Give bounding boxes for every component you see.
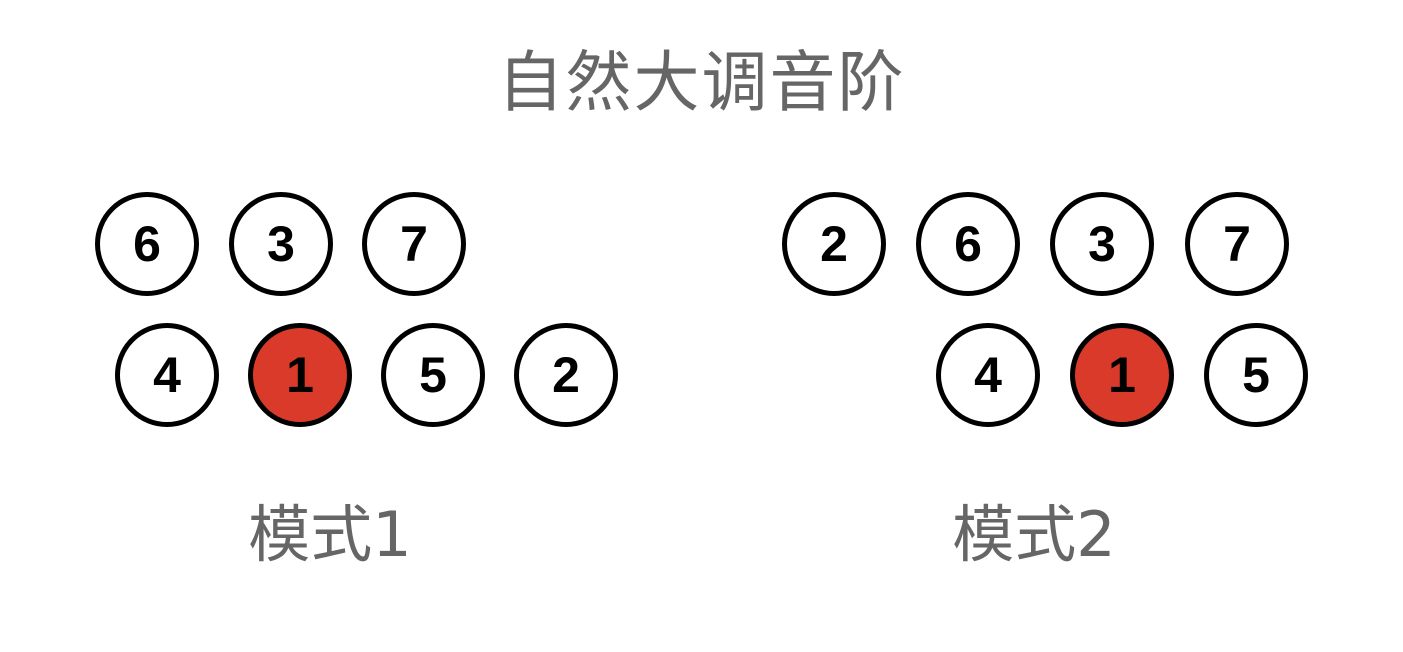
diagram-title: 自然大调音阶 — [497, 44, 906, 121]
mode1-top-note-1: 6 — [95, 192, 199, 296]
mode2-top-note-3: 3 — [1050, 192, 1154, 296]
mode2-top-note-4: 7 — [1185, 192, 1289, 296]
mode1-root-note: 1 — [248, 323, 352, 427]
mode1-bottom-note-3: 5 — [381, 323, 485, 427]
mode2-bottom-note-1: 4 — [936, 323, 1040, 427]
mode1-label: 模式1 — [248, 498, 412, 571]
mode1-top-note-3: 7 — [362, 192, 466, 296]
mode1-bottom-note-1: 4 — [115, 323, 219, 427]
mode2-top-note-1: 2 — [782, 192, 886, 296]
mode2-root-note: 1 — [1070, 323, 1174, 427]
mode1-bottom-note-4: 2 — [514, 323, 618, 427]
mode2-top-note-2: 6 — [916, 192, 1020, 296]
mode2-bottom-note-3: 5 — [1204, 323, 1308, 427]
mode1-top-note-2: 3 — [229, 192, 333, 296]
mode2-label: 模式2 — [952, 498, 1116, 571]
